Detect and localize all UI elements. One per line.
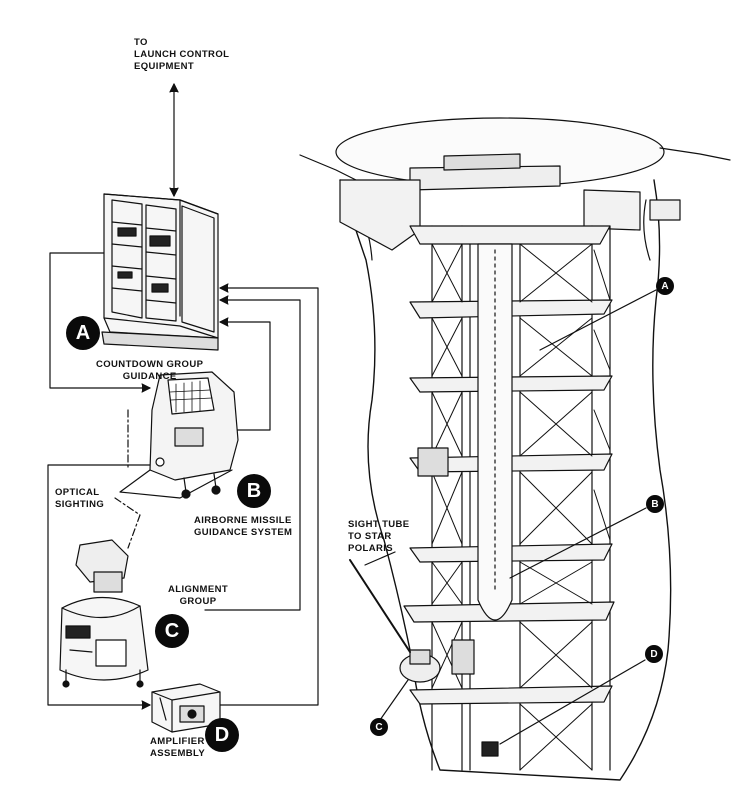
silo-drawing <box>299 117 731 781</box>
sight-tube-line-1: SIGHT TUBE <box>348 519 410 530</box>
countdown-cabinet-drawing <box>101 193 219 351</box>
sight-tube-line-2: TO STAR <box>348 531 392 542</box>
launch-control-line-2: LAUNCH CONTROL <box>134 49 230 60</box>
airborne-guidance-drawing <box>119 371 239 499</box>
launch-control-line-3: EQUIPMENT <box>134 61 195 72</box>
sight-tube-label: SIGHT TUBE TO STAR POLARIS <box>348 519 410 555</box>
optical-sighting-label: OPTICAL SIGHTING <box>55 487 104 511</box>
alignment-line-1: ALIGNMENT <box>168 584 229 595</box>
alignment-line-2: GROUP <box>179 596 217 607</box>
countdown-line-1: COUNTDOWN GROUP <box>96 359 204 370</box>
amplifier-assembly-drawing <box>151 683 221 733</box>
launch-control-label: TO LAUNCH CONTROL EQUIPMENT <box>134 37 229 73</box>
airborne-guidance-label: AIRBORNE MISSILE GUIDANCE SYSTEM <box>194 515 292 539</box>
countdown-group-label: COUNTDOWN GROUP GUIDANCE <box>96 359 203 383</box>
airborne-line-2: GUIDANCE SYSTEM <box>194 527 293 538</box>
optical-line-2: SIGHTING <box>55 499 105 510</box>
amplifier-line-2: ASSEMBLY <box>150 748 206 759</box>
countdown-line-2: GUIDANCE <box>122 371 177 382</box>
badge-a-left: A <box>66 316 100 350</box>
amplifier-line-1: AMPLIFIER <box>150 736 205 747</box>
badge-b-silo: B <box>646 495 664 513</box>
alignment-group-drawing <box>59 539 149 688</box>
badge-c-silo: C <box>370 718 388 736</box>
badge-d-left: D <box>205 718 239 752</box>
badge-b-left: B <box>237 474 271 508</box>
optical-line-1: OPTICAL <box>55 487 100 498</box>
airborne-line-1: AIRBORNE MISSILE <box>194 515 292 526</box>
alignment-group-label: ALIGNMENT GROUP <box>168 584 228 608</box>
badge-c-left: C <box>155 614 189 648</box>
badge-a-silo: A <box>656 277 674 295</box>
badge-d-silo: D <box>645 645 663 663</box>
sight-tube-line-3: POLARIS <box>348 543 394 554</box>
launch-control-line-1: TO <box>134 37 148 48</box>
amplifier-assembly-label: AMPLIFIER ASSEMBLY <box>150 736 205 760</box>
